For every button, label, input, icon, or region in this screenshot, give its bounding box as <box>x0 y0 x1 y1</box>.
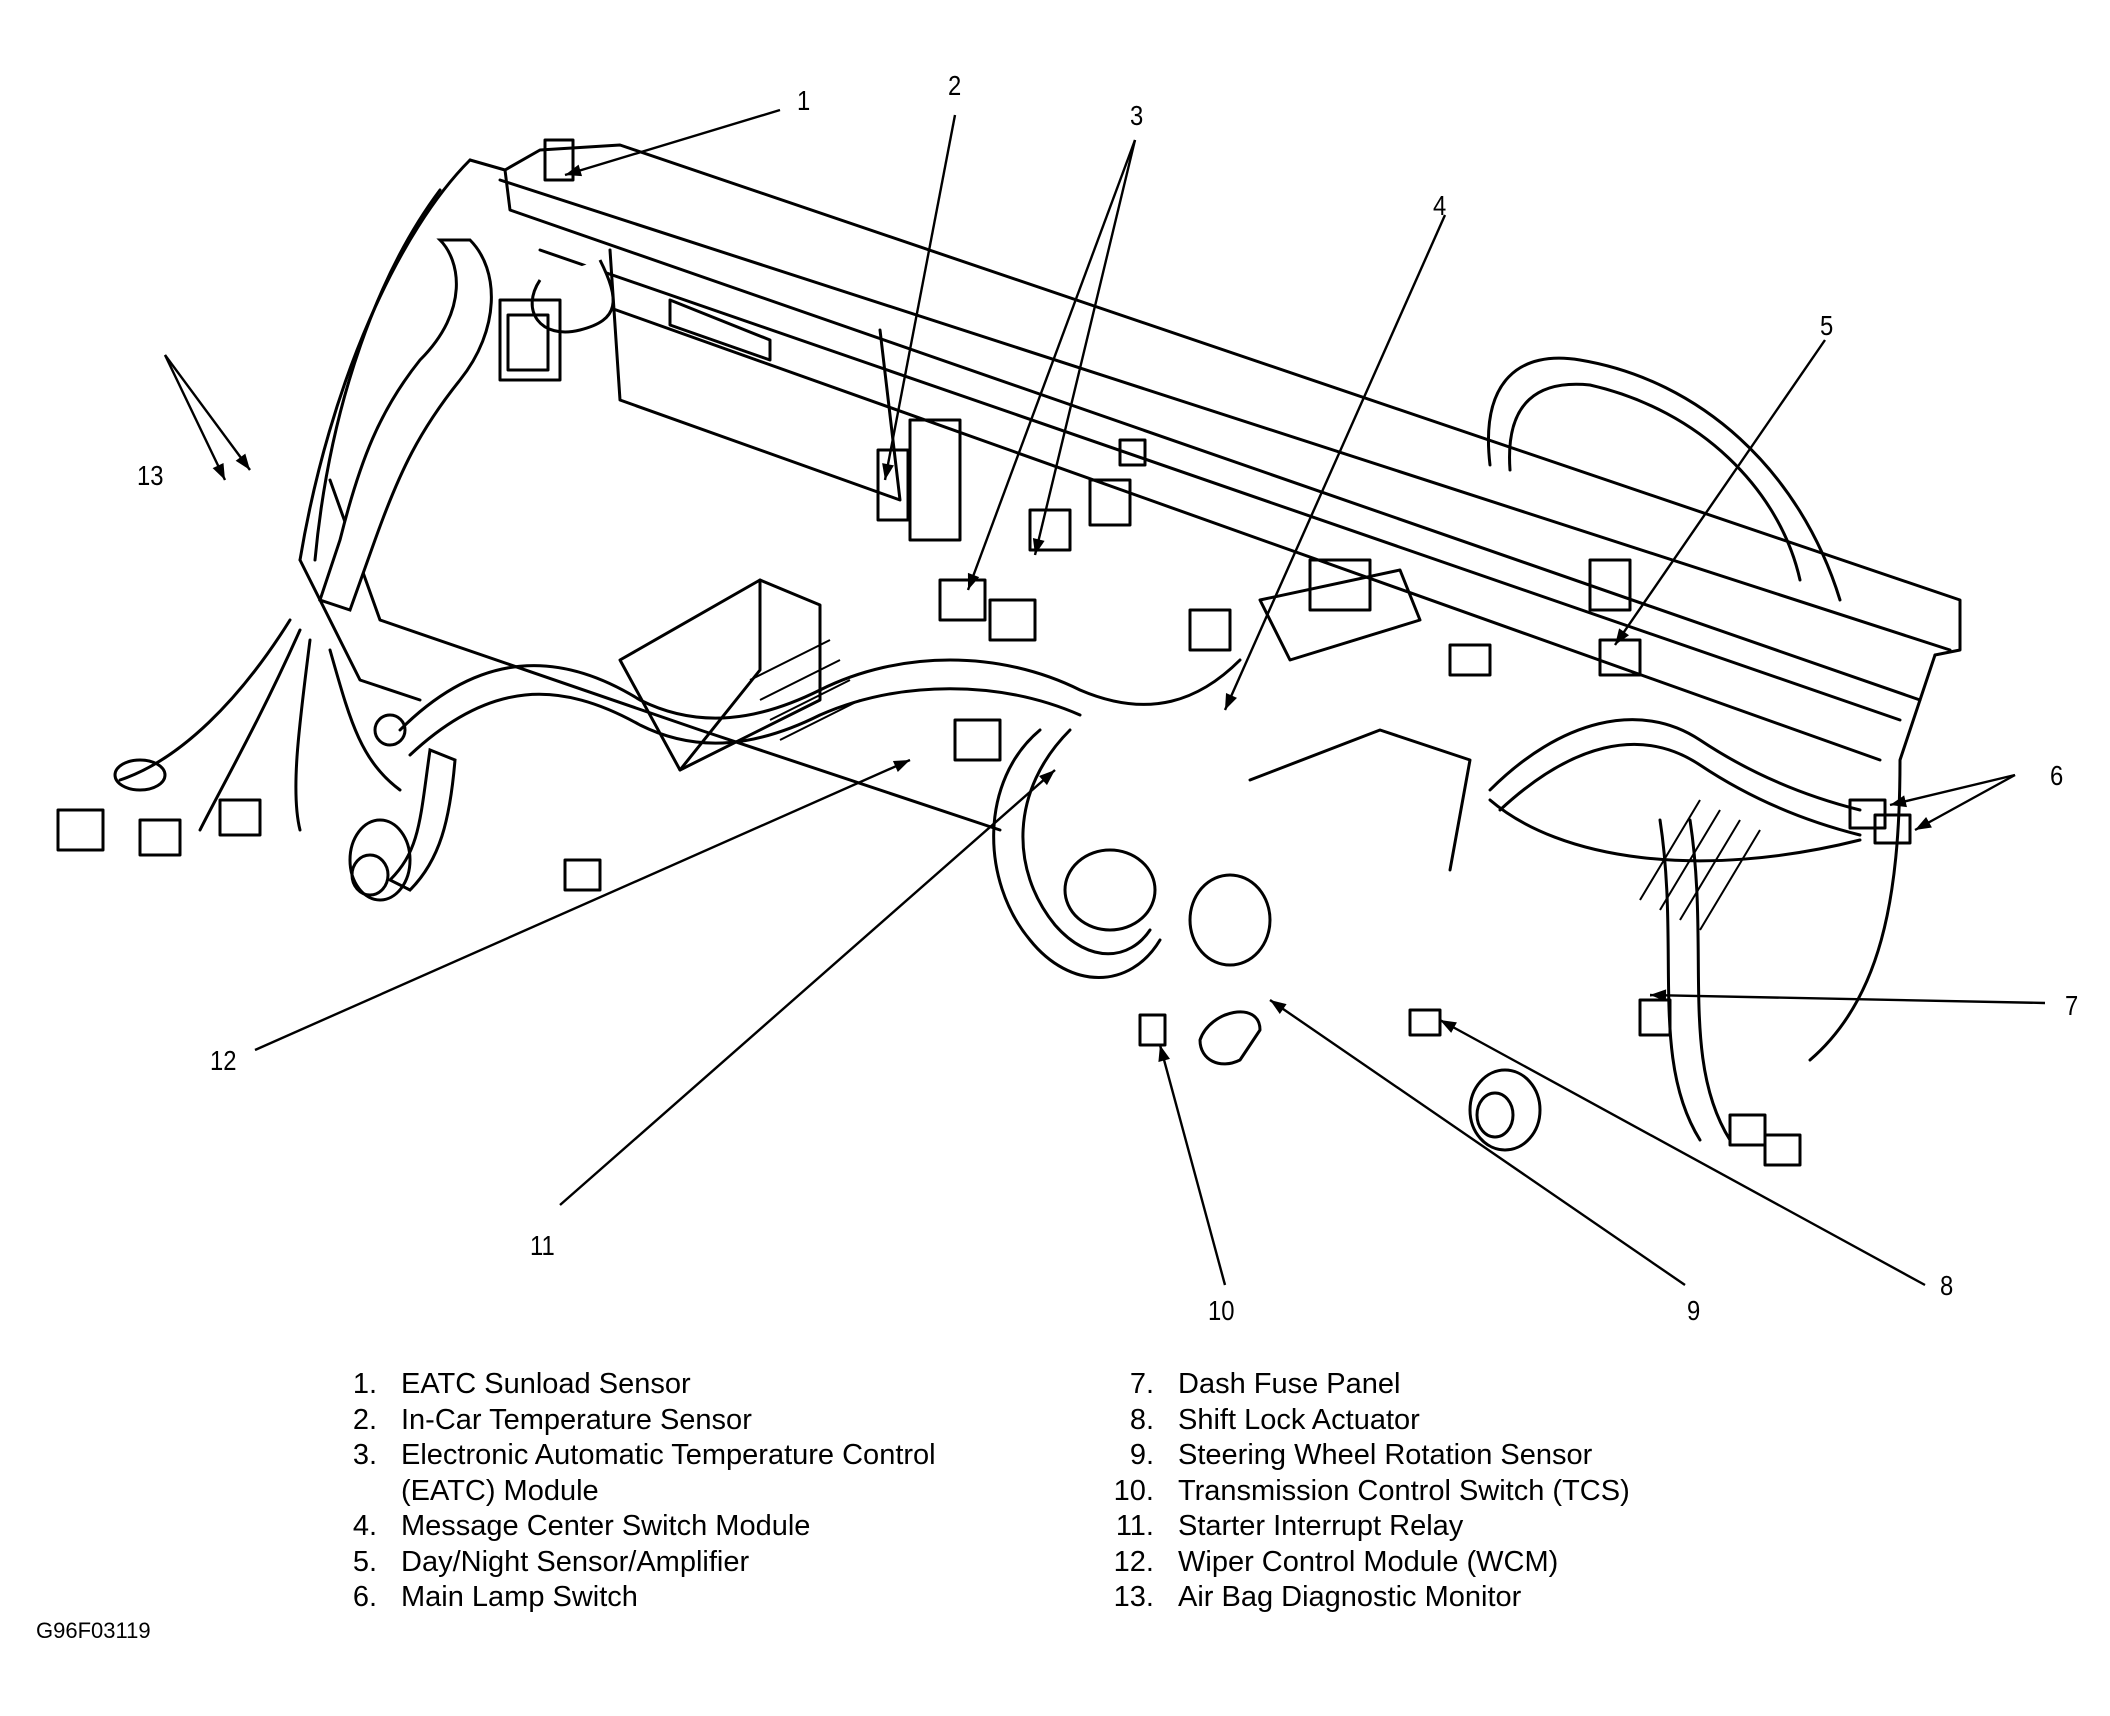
arrowhead-icon <box>1039 770 1055 786</box>
leader-line-7 <box>1649 993 2046 1005</box>
callout-4: 4 <box>1433 190 1447 221</box>
arrowhead-icon <box>892 760 910 772</box>
leader-line-6 <box>1914 773 2016 832</box>
callout-3: 3 <box>1130 100 1144 131</box>
leader-line-13 <box>163 354 227 481</box>
arrowhead-icon <box>1440 1020 1457 1033</box>
callout-11: 11 <box>530 1230 555 1261</box>
callout-9: 9 <box>1687 1295 1701 1326</box>
leader-line-8 <box>1439 1018 1926 1287</box>
legend-item: 11.Starter Interrupt Relay <box>1115 1510 1464 1542</box>
leader-line-12 <box>254 758 911 1052</box>
wiring-harness <box>113 238 1862 1142</box>
arrowhead-icon <box>212 462 225 480</box>
arrowhead-icon <box>565 164 583 177</box>
leader-line-9 <box>1269 999 1686 1286</box>
callout-10: 10 <box>1208 1295 1235 1326</box>
legend-item: 13.Air Bag Diagnostic Monitor <box>1113 1581 1522 1613</box>
figure-id: G96F03119 <box>36 1618 151 1643</box>
callout-8: 8 <box>1940 1270 1954 1301</box>
legend-item: 4.Message Center Switch Module <box>352 1510 811 1542</box>
legend-item: 3.Electronic Automatic Temperature Contr… <box>352 1439 936 1471</box>
arrowhead-icon <box>1158 1045 1170 1063</box>
leader-line-1 <box>564 108 781 177</box>
arrowhead-icon <box>882 463 894 480</box>
callout-5: 5 <box>1820 310 1834 341</box>
instrument-panel-drawing <box>56 108 2046 1287</box>
callout-1: 1 <box>797 85 811 116</box>
connectors <box>56 138 1912 1167</box>
arrowhead-icon <box>1032 538 1045 555</box>
callout-7: 7 <box>2065 990 2079 1021</box>
legend-item: 1.EATC Sunload Sensor <box>352 1368 691 1400</box>
leader-line-13 <box>164 354 251 471</box>
legend-item: 10.Transmission Control Switch (TCS) <box>1113 1474 1630 1507</box>
leader-line-4 <box>1223 214 1447 711</box>
leader-line-5 <box>1614 339 1826 646</box>
arrowhead-icon <box>967 572 980 590</box>
legend-left-column: 1.EATC Sunload Sensor 2.In-Car Temperatu… <box>345 1367 936 1616</box>
legend-item: 6.Main Lamp Switch <box>352 1581 638 1613</box>
leader-line-6 <box>1889 773 2016 807</box>
arrowhead-icon <box>1890 795 1907 808</box>
leader-line-10 <box>1158 1044 1227 1286</box>
legend-item: 9.Steering Wheel Rotation Sensor <box>1129 1439 1593 1471</box>
arrowhead-icon <box>1650 989 1667 1002</box>
leader-line-2 <box>883 114 957 481</box>
leader-line-11 <box>559 769 1056 1206</box>
callout-13: 13 <box>137 460 164 491</box>
callout-6: 6 <box>2050 760 2064 791</box>
legend-item-continuation: 0.(EATC) Module <box>401 1474 599 1507</box>
callout-2: 2 <box>948 70 962 101</box>
legend-item: 8.Shift Lock Actuator <box>1129 1403 1420 1436</box>
legend-item: 2.In-Car Temperature Sensor <box>352 1403 752 1436</box>
legend-item: 7.Dash Fuse Panel <box>1129 1368 1401 1400</box>
arrowhead-icon <box>1615 628 1630 645</box>
arrowhead-icon <box>1270 1000 1287 1015</box>
callout-12: 12 <box>210 1045 237 1076</box>
leader-lines <box>163 108 2046 1287</box>
legend-item: 5.Day/Night Sensor/Amplifier <box>352 1545 750 1578</box>
legend-right-column: 7.Dash Fuse Panel 8.Shift Lock Actuator … <box>1110 1367 1630 1616</box>
legend-item: 12.Wiper Control Module (WCM) <box>1113 1545 1559 1578</box>
arrowhead-icon <box>1225 692 1237 710</box>
arrowhead-icon <box>235 453 250 470</box>
arrowhead-icon <box>1915 817 1932 830</box>
leader-line-3 <box>966 139 1137 591</box>
leader-line-3 <box>1033 139 1137 556</box>
